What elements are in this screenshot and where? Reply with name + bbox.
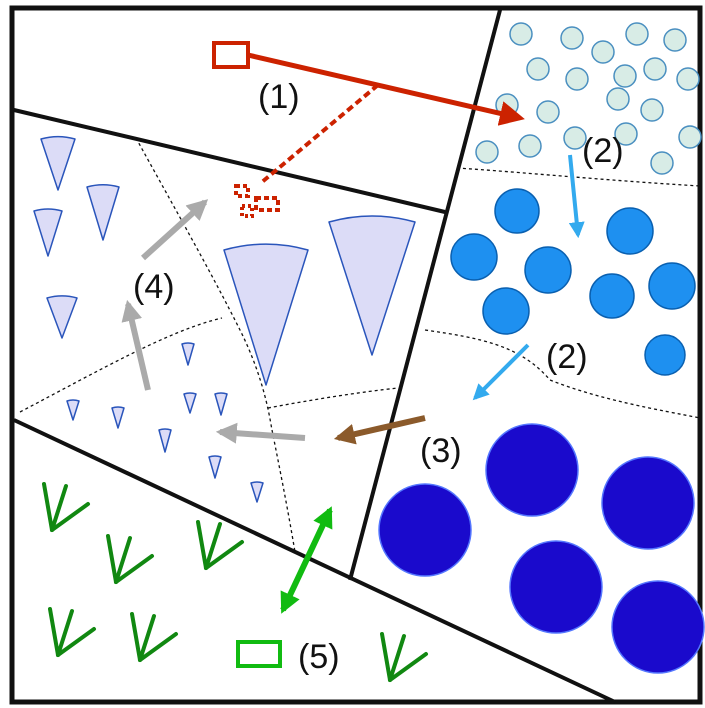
- pale-circle: [563, 126, 587, 150]
- cone-shape: [33, 208, 63, 257]
- mid-blue-circle: [606, 207, 654, 255]
- dark-blue-circle: [485, 423, 579, 517]
- cone-shape: [66, 399, 80, 421]
- pale-circle: [613, 64, 637, 88]
- boundary-line-right: [348, 9, 502, 581]
- cone-shape: [181, 342, 195, 366]
- dark-blue-circle: [601, 456, 695, 550]
- green-double-arrow: [280, 506, 333, 614]
- pale-circle: [676, 67, 700, 91]
- cone-cluster: [33, 135, 416, 503]
- mid-blue-circle: [644, 334, 686, 376]
- label-step3: (3): [420, 432, 462, 470]
- grass-mark: [380, 632, 428, 682]
- pale-circle: [591, 40, 615, 64]
- grass-mark: [106, 534, 154, 584]
- red-dashed-box-c: [240, 204, 254, 218]
- pale-circle: [678, 125, 702, 149]
- cone-shape: [111, 406, 125, 429]
- pale-circle: [650, 151, 674, 175]
- label-step1: (1): [258, 78, 300, 116]
- brown-arrow-step3: [333, 415, 426, 445]
- cone-shape: [223, 243, 309, 386]
- grass-cluster: [42, 482, 428, 682]
- pale-circle: [536, 100, 560, 124]
- red-dashed-box-b: [254, 196, 280, 212]
- dotted-boundary-cone-c: [267, 387, 399, 409]
- red-dashed-target: [234, 184, 280, 218]
- mid-blue-circle: [524, 246, 572, 294]
- pale-circle: [625, 22, 649, 46]
- dotted-boundary-cone-a: [135, 137, 273, 431]
- dark-blue-circle: [611, 580, 705, 674]
- cone-shape: [183, 392, 197, 414]
- green-origin-box: [236, 640, 282, 668]
- pale-circle-cluster: [475, 22, 702, 175]
- pale-circle: [509, 22, 533, 46]
- dotted-boundary-mid-dark: [424, 329, 701, 419]
- pale-circle: [606, 87, 630, 111]
- red-arrow-step1: [247, 52, 525, 126]
- dark-blue-circle: [509, 540, 603, 634]
- pale-circle: [663, 28, 687, 52]
- grass-mark: [42, 482, 90, 532]
- cone-shape: [158, 428, 172, 453]
- pale-circle: [475, 140, 499, 164]
- grass-mark: [130, 612, 178, 662]
- mid-blue-circle: [494, 188, 540, 234]
- grass-mark: [196, 520, 244, 570]
- label-step2-lower: (2): [546, 338, 588, 376]
- label-step4: (4): [133, 268, 175, 306]
- mid-blue-circle: [648, 262, 696, 310]
- dark-circle-cluster: [378, 423, 705, 674]
- mid-blue-circle: [482, 287, 530, 335]
- mid-blue-circle: [450, 233, 498, 281]
- cone-shape: [46, 295, 78, 339]
- gray-arrow-up: [121, 299, 151, 391]
- cone-shape: [40, 135, 76, 191]
- cone-shape: [328, 215, 416, 356]
- dotted-boundary-cone-b: [19, 317, 223, 413]
- pale-circle: [518, 134, 542, 158]
- dotted-boundary-pale-mid: [456, 167, 701, 187]
- mid-circle-cluster: [450, 188, 696, 376]
- cone-shape: [86, 184, 120, 241]
- grass-mark: [48, 607, 96, 657]
- cone-shape: [208, 455, 222, 479]
- red-dashed-box-a: [234, 184, 250, 198]
- light-blue-arrow-lower: [472, 343, 530, 401]
- boundary-line-top: [13, 108, 446, 214]
- gray-arrow-horizontal: [215, 422, 306, 444]
- red-dashed-link: [260, 83, 380, 184]
- pale-circle: [565, 67, 589, 91]
- pale-circle: [560, 26, 584, 50]
- label-step2-upper: (2): [582, 132, 624, 170]
- pale-circle: [643, 57, 667, 81]
- label-step5: (5): [298, 638, 340, 676]
- cone-shape: [214, 392, 228, 416]
- pale-circle: [614, 122, 638, 146]
- dark-blue-circle: [378, 483, 472, 577]
- pale-circle: [640, 98, 664, 122]
- gray-arrow-diagonal: [140, 199, 209, 261]
- cone-shape: [250, 481, 264, 503]
- pale-circle: [526, 57, 550, 81]
- mid-blue-circle: [589, 273, 635, 319]
- light-blue-arrow-upper: [568, 154, 585, 239]
